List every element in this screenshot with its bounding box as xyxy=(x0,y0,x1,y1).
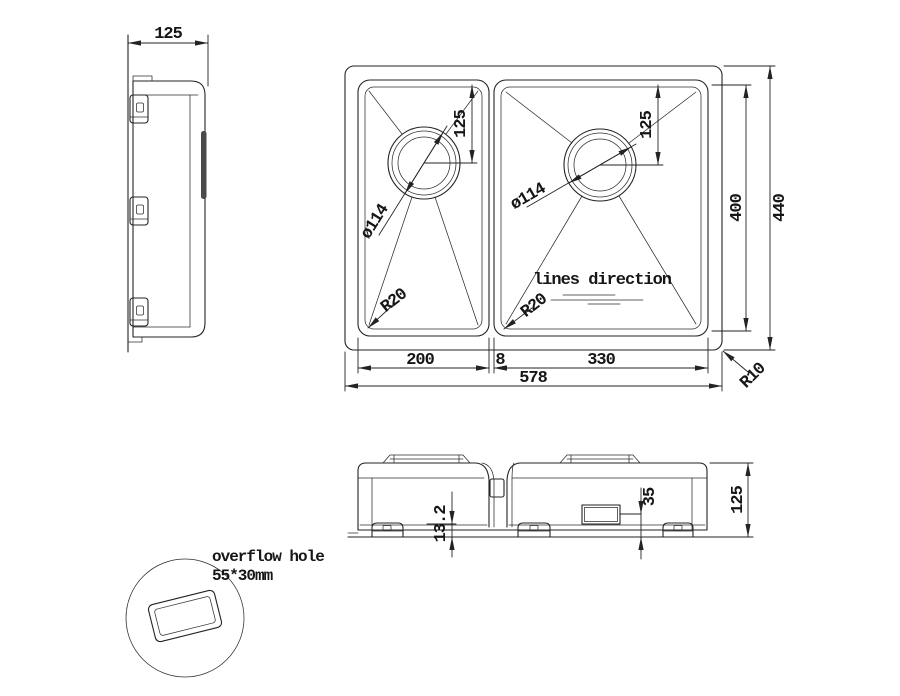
callout-outer-corner-radius: R10 xyxy=(722,350,771,393)
detail-circle xyxy=(125,558,245,678)
front-foot-left xyxy=(371,522,404,538)
side-depth-label: 125 xyxy=(154,25,182,44)
side-view: 125 xyxy=(127,25,209,353)
dim-bowl-widths: 200 8 330 xyxy=(357,337,709,374)
dim-inner-depth: 400 xyxy=(711,84,752,332)
side-clip-bottom xyxy=(129,297,149,327)
callout-bowl2-corner-radius: R20 xyxy=(503,290,552,330)
overflow-height-label: 35 xyxy=(641,487,660,506)
front-bowl1-body xyxy=(357,462,495,531)
dim-base-emboss: 13.2 xyxy=(426,491,457,558)
dim-bowl1-drain-offset: 125 xyxy=(423,84,478,164)
detail-label: overflow hole xyxy=(212,548,324,566)
callout-bowl1-corner-radius: R20 xyxy=(367,285,412,329)
outer-corner-radius-label: R10 xyxy=(737,359,771,393)
front-rim-strip-right xyxy=(559,454,641,464)
side-clip-top xyxy=(129,94,149,124)
bowl1-width-label: 200 xyxy=(406,351,434,370)
dim-total-width: 578 xyxy=(344,351,723,392)
total-depth-label: 440 xyxy=(771,193,790,221)
lines-direction-note: lines direction xyxy=(533,271,673,305)
detail-overflow-hole xyxy=(147,589,223,643)
bowl1-drain-dia-label: ø114 xyxy=(358,201,394,243)
front-rim-strip-left xyxy=(382,454,471,464)
dim-total-depth: 440 xyxy=(723,65,790,351)
base-emboss-label: 13.2 xyxy=(432,505,451,543)
dim-front-height: 125 xyxy=(709,462,754,538)
lines-direction-label: lines direction xyxy=(533,271,672,290)
detail-bubble: overflow hole 55*30mm xyxy=(125,548,325,678)
side-clip-middle xyxy=(129,196,149,226)
inner-depth-label: 400 xyxy=(728,193,747,221)
bowl2-width-label: 330 xyxy=(587,351,615,370)
side-body xyxy=(127,75,206,343)
side-view-depth-dimension: 125 xyxy=(127,25,209,87)
divider-width-label: 8 xyxy=(495,351,505,370)
front-view: 35 13.2 125 xyxy=(347,454,754,560)
side-overflow-slot xyxy=(201,131,207,199)
front-foot-right xyxy=(662,522,694,538)
front-bowl2-body xyxy=(506,462,708,531)
top-outer-rim xyxy=(344,65,723,351)
total-width-label: 578 xyxy=(519,369,547,388)
bowl2-corner-radius-label: R20 xyxy=(518,290,552,322)
bowl2-drain-offset-label: 125 xyxy=(638,110,657,138)
front-overflow-hole xyxy=(581,504,621,525)
bowl1-corner-radius-label: R20 xyxy=(378,285,412,317)
bowl2-drain-dia-label: ø114 xyxy=(508,180,550,215)
front-foot-middle xyxy=(517,522,551,538)
top-view: ø114 ø114 125 125 R20 R20 xyxy=(344,65,790,393)
front-height-label: 125 xyxy=(729,485,748,513)
dim-overflow-height: 35 xyxy=(619,487,660,560)
detail-size-label: 55*30mm xyxy=(212,567,274,585)
bowl1-drain-offset-label: 125 xyxy=(452,109,471,137)
front-center-clip xyxy=(489,478,505,498)
dim-bowl2-drain-offset: 125 xyxy=(599,84,664,166)
